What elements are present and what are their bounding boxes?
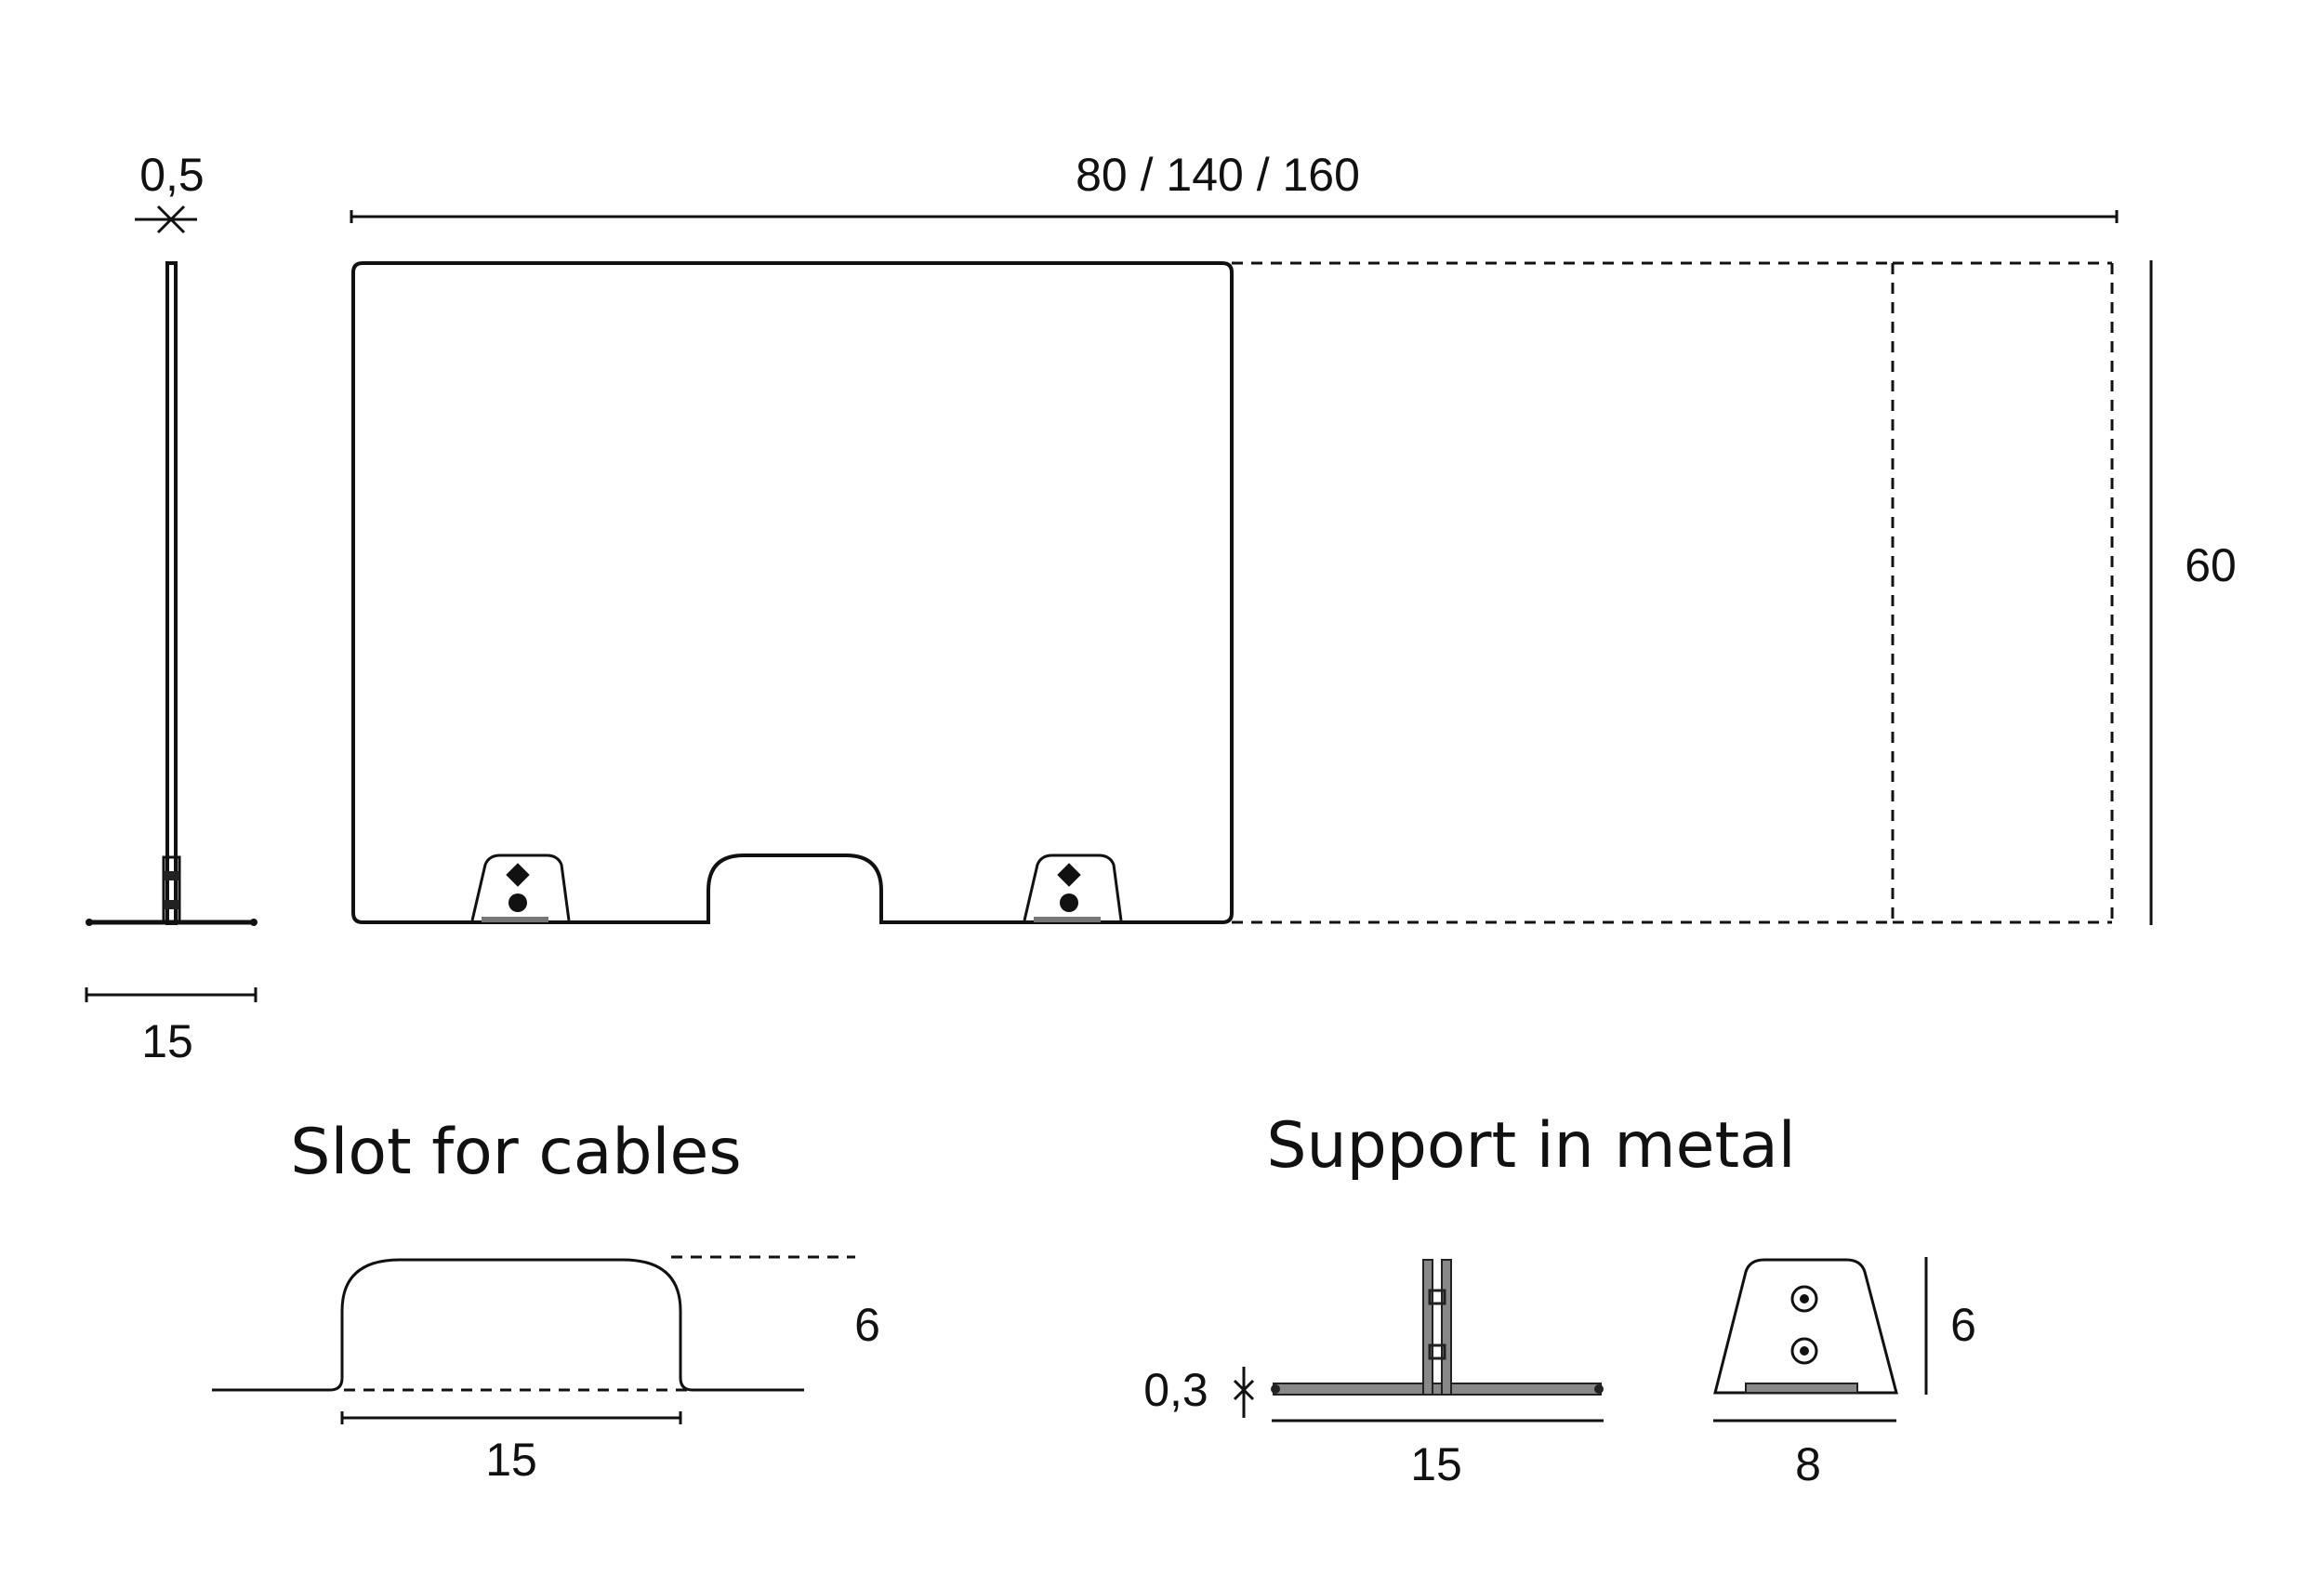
side-base-label: 15 [141,1015,193,1067]
support-width-label: 8 [1795,1438,1821,1490]
support-side-view [1271,1259,1604,1396]
height-label: 60 [2185,539,2237,591]
side-base-dimension [85,987,257,1002]
side-panel [165,261,178,925]
side-view: 0,5 15 [85,149,257,1067]
screen-extension-160 [1893,261,2114,924]
support-detail: Support in metal 0,3 15 [1143,1109,1976,1490]
support-thickness-marker [1233,1367,1255,1418]
support-title: Support in metal [1266,1109,1795,1183]
screen-extension-140 [1232,261,1895,924]
thickness-label: 0,5 [139,149,205,201]
slot-title: Slot for cables [290,1116,741,1189]
slot-width-label: 15 [485,1434,537,1486]
slot-profile [212,1258,799,1392]
thickness-marker [135,205,197,234]
slot-height-label: 6 [854,1299,880,1351]
width-dimension-line [350,210,2119,223]
front-support-left [470,854,571,922]
slot-width-dimension [340,1411,682,1424]
front-view: 80 / 140 / 160 60 [350,149,2237,925]
support-height-label: 6 [1950,1299,1976,1351]
support-thickness-label: 0,3 [1143,1364,1208,1416]
width-label: 80 / 140 / 160 [1076,149,1360,201]
screen-panel-80 [351,261,1234,924]
support-length-label: 15 [1410,1438,1462,1490]
front-support-right [1023,854,1123,922]
slot-detail: Slot for cables 6 15 [212,1116,880,1486]
support-front-view [1713,1258,1898,1395]
